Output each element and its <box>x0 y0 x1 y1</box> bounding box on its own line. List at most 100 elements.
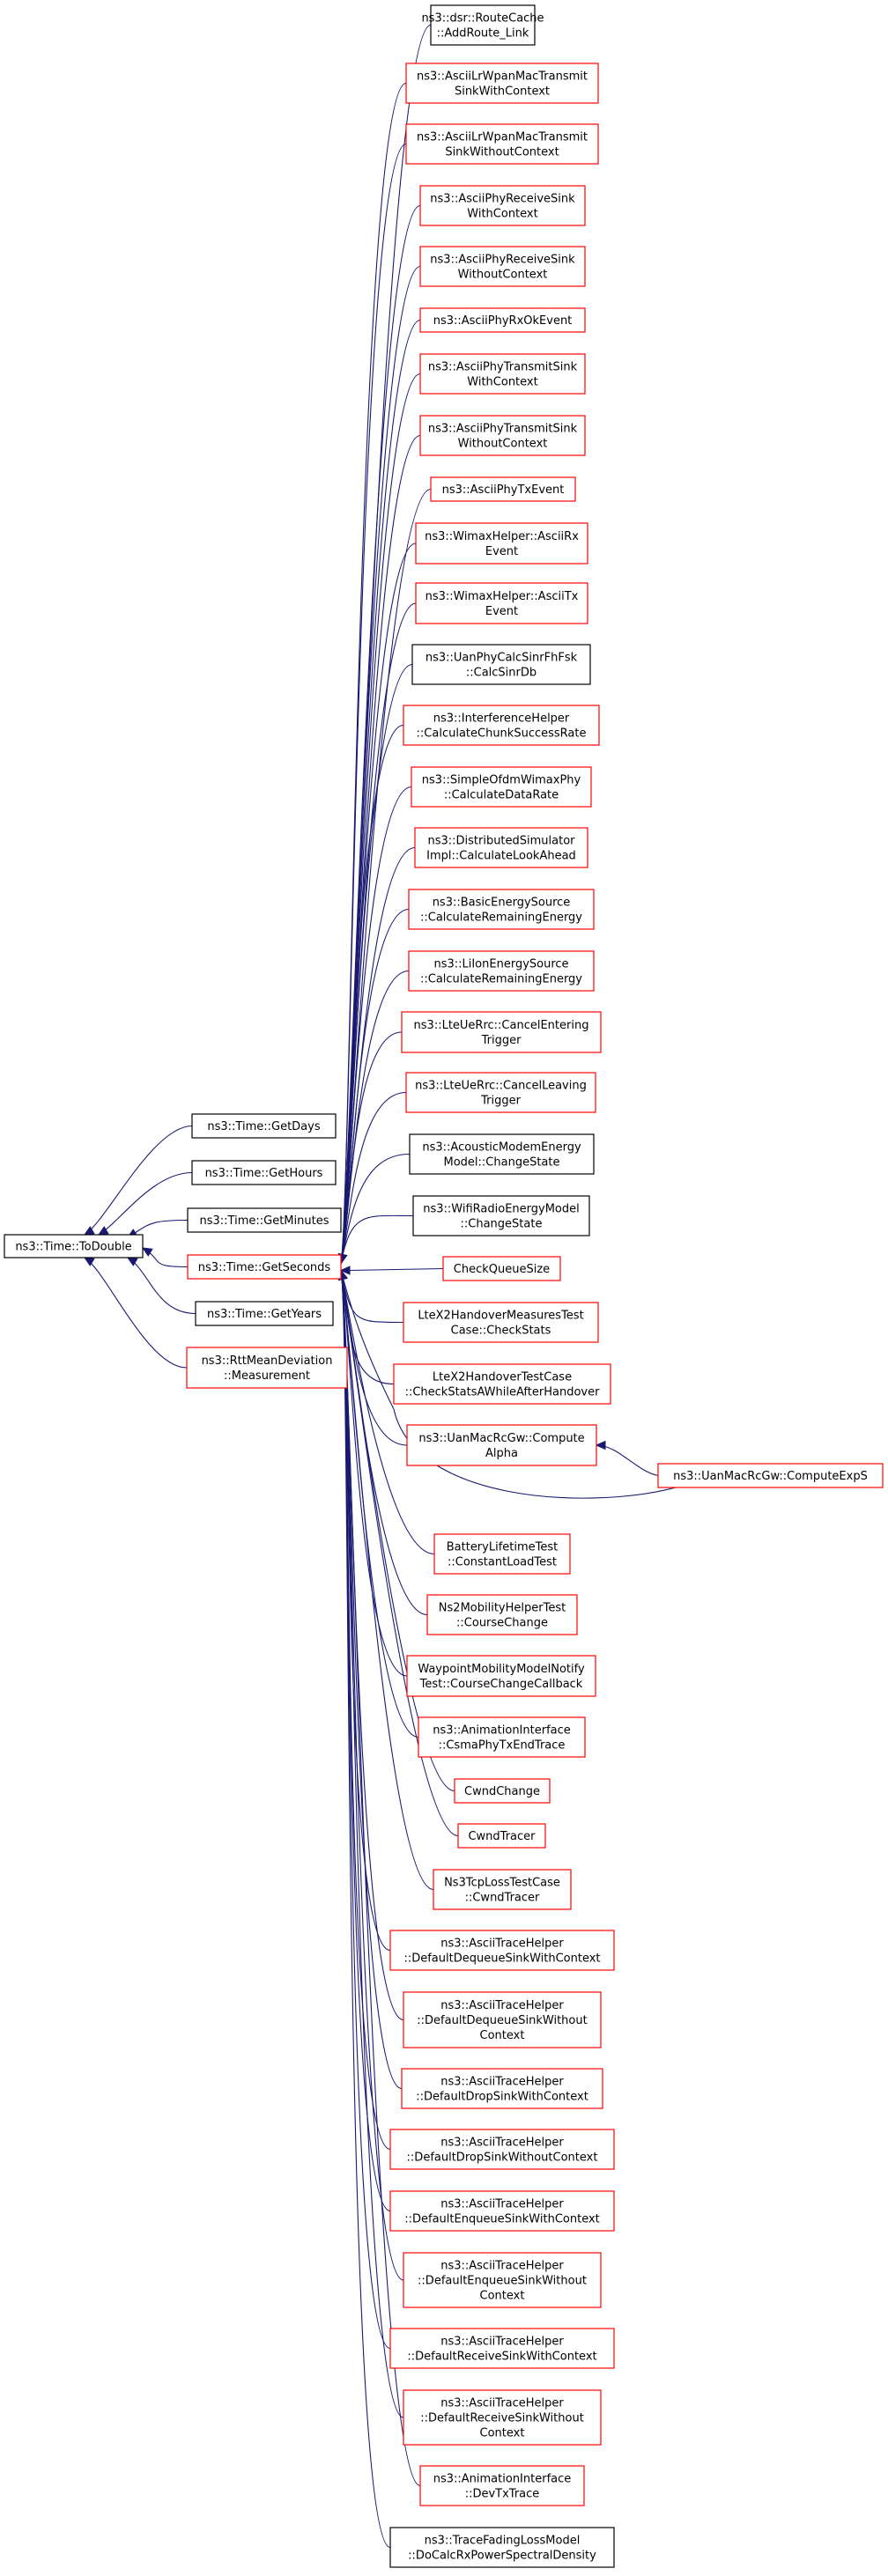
graph-node-ns3-asciitracehelper-defaultdropsinkwithcontext[interactable]: ns3::AsciiTraceHelper::DefaultDropSinkWi… <box>401 2068 603 2109</box>
node-label-line: ::CheckStatsAWhileAfterHandover <box>405 1386 601 1399</box>
node-box <box>442 1256 561 1281</box>
node-box <box>419 185 586 226</box>
node-box <box>457 1823 546 1849</box>
node-label-line: CwndChange <box>464 1785 540 1798</box>
graph-node-ns3-time-todouble[interactable]: ns3::Time::ToDouble <box>4 1234 144 1258</box>
node-box <box>415 582 588 624</box>
graph-node-ns3tcplosstestcase-cwndtracer[interactable]: Ns3TcpLossTestCase::CwndTracer <box>433 1869 572 1910</box>
edge-to-root-0 <box>84 1125 193 1236</box>
node-label-line: WithContext <box>467 376 537 389</box>
node-box <box>426 1594 578 1635</box>
node-label-line: ::DefaultEnqueueSinkWithContext <box>404 2213 600 2226</box>
node-box <box>403 705 600 746</box>
graph-node-ns3-dsr-routecache-addroute-link[interactable]: ns3::dsr::RouteCache::AddRoute_Link <box>421 4 544 46</box>
graph-node-ns3-time-getminutes[interactable]: ns3::Time::GetMinutes <box>187 1207 342 1233</box>
edge-to-root-5 <box>84 1257 188 1369</box>
node-box <box>389 2328 615 2369</box>
graph-node-ns3-asciitracehelper-defaultreceivesinkwithout-context[interactable]: ns3::AsciiTraceHelper::DefaultReceiveSin… <box>403 2389 602 2446</box>
node-label-line: ns3::UanMacRcGw::ComputeExpS <box>673 1470 868 1483</box>
node-box <box>187 1207 342 1233</box>
graph-node-ns3-asciilrwpanmactransmit-sinkwithoutcontext[interactable]: ns3::AsciiLrWpanMacTransmitSinkWithoutCo… <box>405 123 599 165</box>
graph-node-ns3-acousticmodemenergy-model-changestate[interactable]: ns3::AcousticModemEnergyModel::ChangeSta… <box>409 1133 595 1175</box>
edge-to-root-4 <box>127 1257 196 1315</box>
node-box <box>389 2527 615 2568</box>
graph-node-ns3-uanphycalcsinrfhfsk-calcsinrdb[interactable]: ns3::UanPhyCalcSinrFhFsk::CalcSinrDb <box>411 644 591 685</box>
graph-node-ns3-animationinterface-csmaphytxendtrace[interactable]: ns3::AnimationInterface::CsmaPhyTxEndTra… <box>418 1716 586 1758</box>
graph-node-ns2mobilityhelpertest-coursechange[interactable]: Ns2MobilityHelperTest::CourseChange <box>426 1594 578 1635</box>
node-box <box>412 1195 590 1236</box>
node-label-line: ns3::RttMeanDeviation <box>202 1354 333 1368</box>
graph-node-ns3-asciiphytxevent[interactable]: ns3::AsciiPhyTxEvent <box>430 476 576 502</box>
graph-node-ns3-wifiradioenergymodel-changestate[interactable]: ns3::WifiRadioEnergyModel::ChangeState <box>412 1195 590 1236</box>
graph-node-cwndtracer[interactable]: CwndTracer <box>457 1823 546 1849</box>
edge-to-root-1 <box>98 1171 193 1236</box>
edge-to-getseconds-22 <box>340 1270 404 1324</box>
node-label-line: ::Measurement <box>224 1369 310 1383</box>
node-label-line: ns3::WimaxHelper::AsciiTx <box>426 590 579 603</box>
graph-node-ns3-time-getseconds[interactable]: ns3::Time::GetSeconds <box>187 1254 342 1280</box>
node-label-line: ns3::AsciiTraceHelper <box>440 2260 564 2273</box>
graph-node-cwndchange[interactable]: CwndChange <box>454 1778 551 1804</box>
graph-node-ns3-liionenergysource-calculateremainingenergy[interactable]: ns3::LiIonEnergySource::CalculateRemaini… <box>408 950 595 992</box>
graph-node-batterylifetimetest-constantloadtest[interactable]: BatteryLifetimeTest::ConstantLoadTest <box>433 1533 571 1575</box>
graph-node-checkqueuesize[interactable]: CheckQueueSize <box>442 1256 561 1281</box>
graph-node-ns3-asciiphyrxokevent[interactable]: ns3::AsciiPhyRxOkEvent <box>419 307 586 333</box>
node-label-line: ns3::AsciiPhyTransmitSink <box>428 361 578 374</box>
graph-node-ns3-rttmeandeviation-measurement[interactable]: ns3::RttMeanDeviation::Measurement <box>186 1347 348 1389</box>
node-label-line: ::DefaultReceiveSinkWithout <box>420 2412 584 2425</box>
graph-node-ns3-asciitracehelper-defaultreceivesinkwithcontext[interactable]: ns3::AsciiTraceHelper::DefaultReceiveSin… <box>389 2328 615 2369</box>
graph-node-ns3-asciitracehelper-defaultdropsinkwithoutcontext[interactable]: ns3::AsciiTraceHelper::DefaultDropSinkWi… <box>389 2129 615 2170</box>
node-box <box>405 123 599 165</box>
graph-node-ltex2handovermeasurestest-case-checkstats[interactable]: LteX2HandoverMeasuresTestCase::CheckStat… <box>403 1302 599 1343</box>
node-label-line: BatteryLifetimeTest <box>447 1541 559 1554</box>
graph-node-ltex2handovertestcase-checkstatsawhileafterhandover[interactable]: LteX2HandoverTestCase::CheckStatsAWhileA… <box>393 1363 611 1405</box>
node-label-line: LteX2HandoverMeasuresTest <box>418 1310 583 1323</box>
graph-node-ns3-asciilrwpanmactransmit-sinkwithcontext[interactable]: ns3::AsciiLrWpanMacTransmitSinkWithConte… <box>405 63 599 104</box>
node-label-line: ns3::LteUeRrc::CancelLeaving <box>415 1080 587 1093</box>
node-label-line: ::DefaultDropSinkWithContext <box>416 2091 588 2104</box>
graph-node-ns3-time-getdays[interactable]: ns3::Time::GetDays <box>191 1113 337 1139</box>
graph-node-ns3-asciitracehelper-defaultdequeuesinkwithout-context[interactable]: ns3::AsciiTraceHelper::DefaultDequeueSin… <box>403 1991 602 2048</box>
node-box <box>419 246 586 287</box>
node-box <box>657 1463 884 1488</box>
node-label-line: ns3::SimpleOfdmWimaxPhy <box>422 774 581 787</box>
node-box <box>430 476 576 502</box>
graph-node-waypointmobilitymodelnotify-test-coursechangecallback[interactable]: WaypointMobilityModelNotifyTest::CourseC… <box>406 1655 596 1697</box>
node-label-line: ns3::BasicEnergySource <box>433 897 571 910</box>
graph-node-ns3-basicenergysource-calculateremainingenergy[interactable]: ns3::BasicEnergySource::CalculateRemaini… <box>408 889 595 930</box>
node-label-line: ns3::AsciiTraceHelper <box>440 1999 564 2012</box>
graph-node-ns3-interferencehelper-calculatechunksuccessrate[interactable]: ns3::InterferenceHelper::CalculateChunkS… <box>403 705 600 746</box>
node-box <box>411 766 592 808</box>
graph-node-ns3-asciitracehelper-defaultenqueuesinkwithout-context[interactable]: ns3::AsciiTraceHelper::DefaultEnqueueSin… <box>403 2252 602 2308</box>
graph-node-ns3-time-getyears[interactable]: ns3::Time::GetYears <box>195 1301 334 1326</box>
graph-node-ns3-animationinterface-devtxtrace[interactable]: ns3::AnimationInterface::DevTxTrace <box>419 2465 585 2506</box>
graph-node-ns3-simpleofdmwimaxphy-calculatedatarate[interactable]: ns3::SimpleOfdmWimaxPhy::CalculateDataRa… <box>411 766 592 808</box>
edge-to-getseconds-23 <box>340 1270 395 1385</box>
node-label-line: ns3::WifiRadioEnergyModel <box>423 1203 580 1216</box>
graph-node-ns3-distributedsimulator-impl-calculatelookahead[interactable]: ns3::DistributedSimulatorImpl::Calculate… <box>414 827 588 868</box>
graph-node-ns3-asciitracehelper-defaultenqueuesinkwithcontext[interactable]: ns3::AsciiTraceHelper::DefaultEnqueueSin… <box>389 2190 615 2232</box>
node-label-line: ns3::Time::GetMinutes <box>200 1214 329 1228</box>
node-label-line: ::DefaultEnqueueSinkWithout <box>418 2275 587 2288</box>
node-box <box>4 1234 144 1258</box>
graph-node-ns3-uanmacrcgw-computeexps[interactable]: ns3::UanMacRcGw::ComputeExpS <box>657 1463 884 1488</box>
node-label-line: CheckQueueSize <box>454 1263 550 1276</box>
node-label-line: ns3::Time::GetSeconds <box>198 1261 331 1274</box>
node-label-line: ::AddRoute_Link <box>437 27 529 41</box>
graph-node-ns3-time-gethours[interactable]: ns3::Time::GetHours <box>191 1160 337 1185</box>
edge-to-getseconds-20 <box>340 1214 414 1264</box>
graph-node-ns3-asciitracehelper-defaultdequeuesinkwithcontext[interactable]: ns3::AsciiTraceHelper::DefaultDequeueSin… <box>389 1930 615 1971</box>
node-box <box>195 1301 334 1326</box>
graph-node-ns3-tracefadinglossmodel-docalcrxpowerspectraldensity[interactable]: ns3::TraceFadingLossModel::DoCalcRxPower… <box>389 2527 615 2568</box>
node-label-line: Ns3TcpLossTestCase <box>444 1877 560 1890</box>
node-label-line: ::CalculateDataRate <box>444 789 559 802</box>
